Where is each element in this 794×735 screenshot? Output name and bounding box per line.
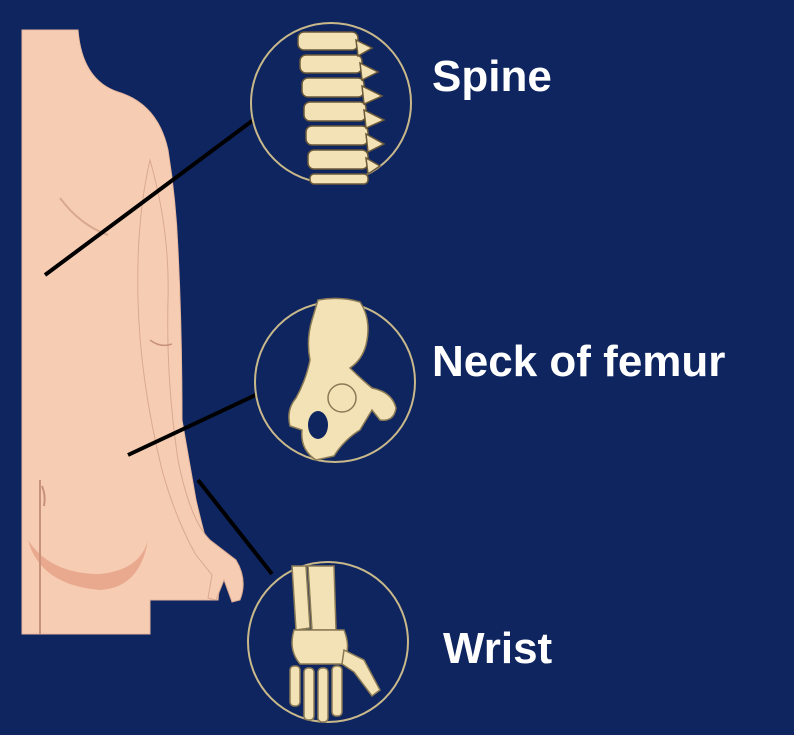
- wrist-icon: [248, 562, 408, 722]
- label-neck-of-femur: Neck of femur: [432, 340, 725, 384]
- body-silhouette: [22, 30, 243, 634]
- spine-icon: [251, 23, 411, 184]
- label-wrist: Wrist: [443, 627, 552, 671]
- femur-icon: [255, 298, 415, 462]
- label-spine: Spine: [432, 55, 552, 99]
